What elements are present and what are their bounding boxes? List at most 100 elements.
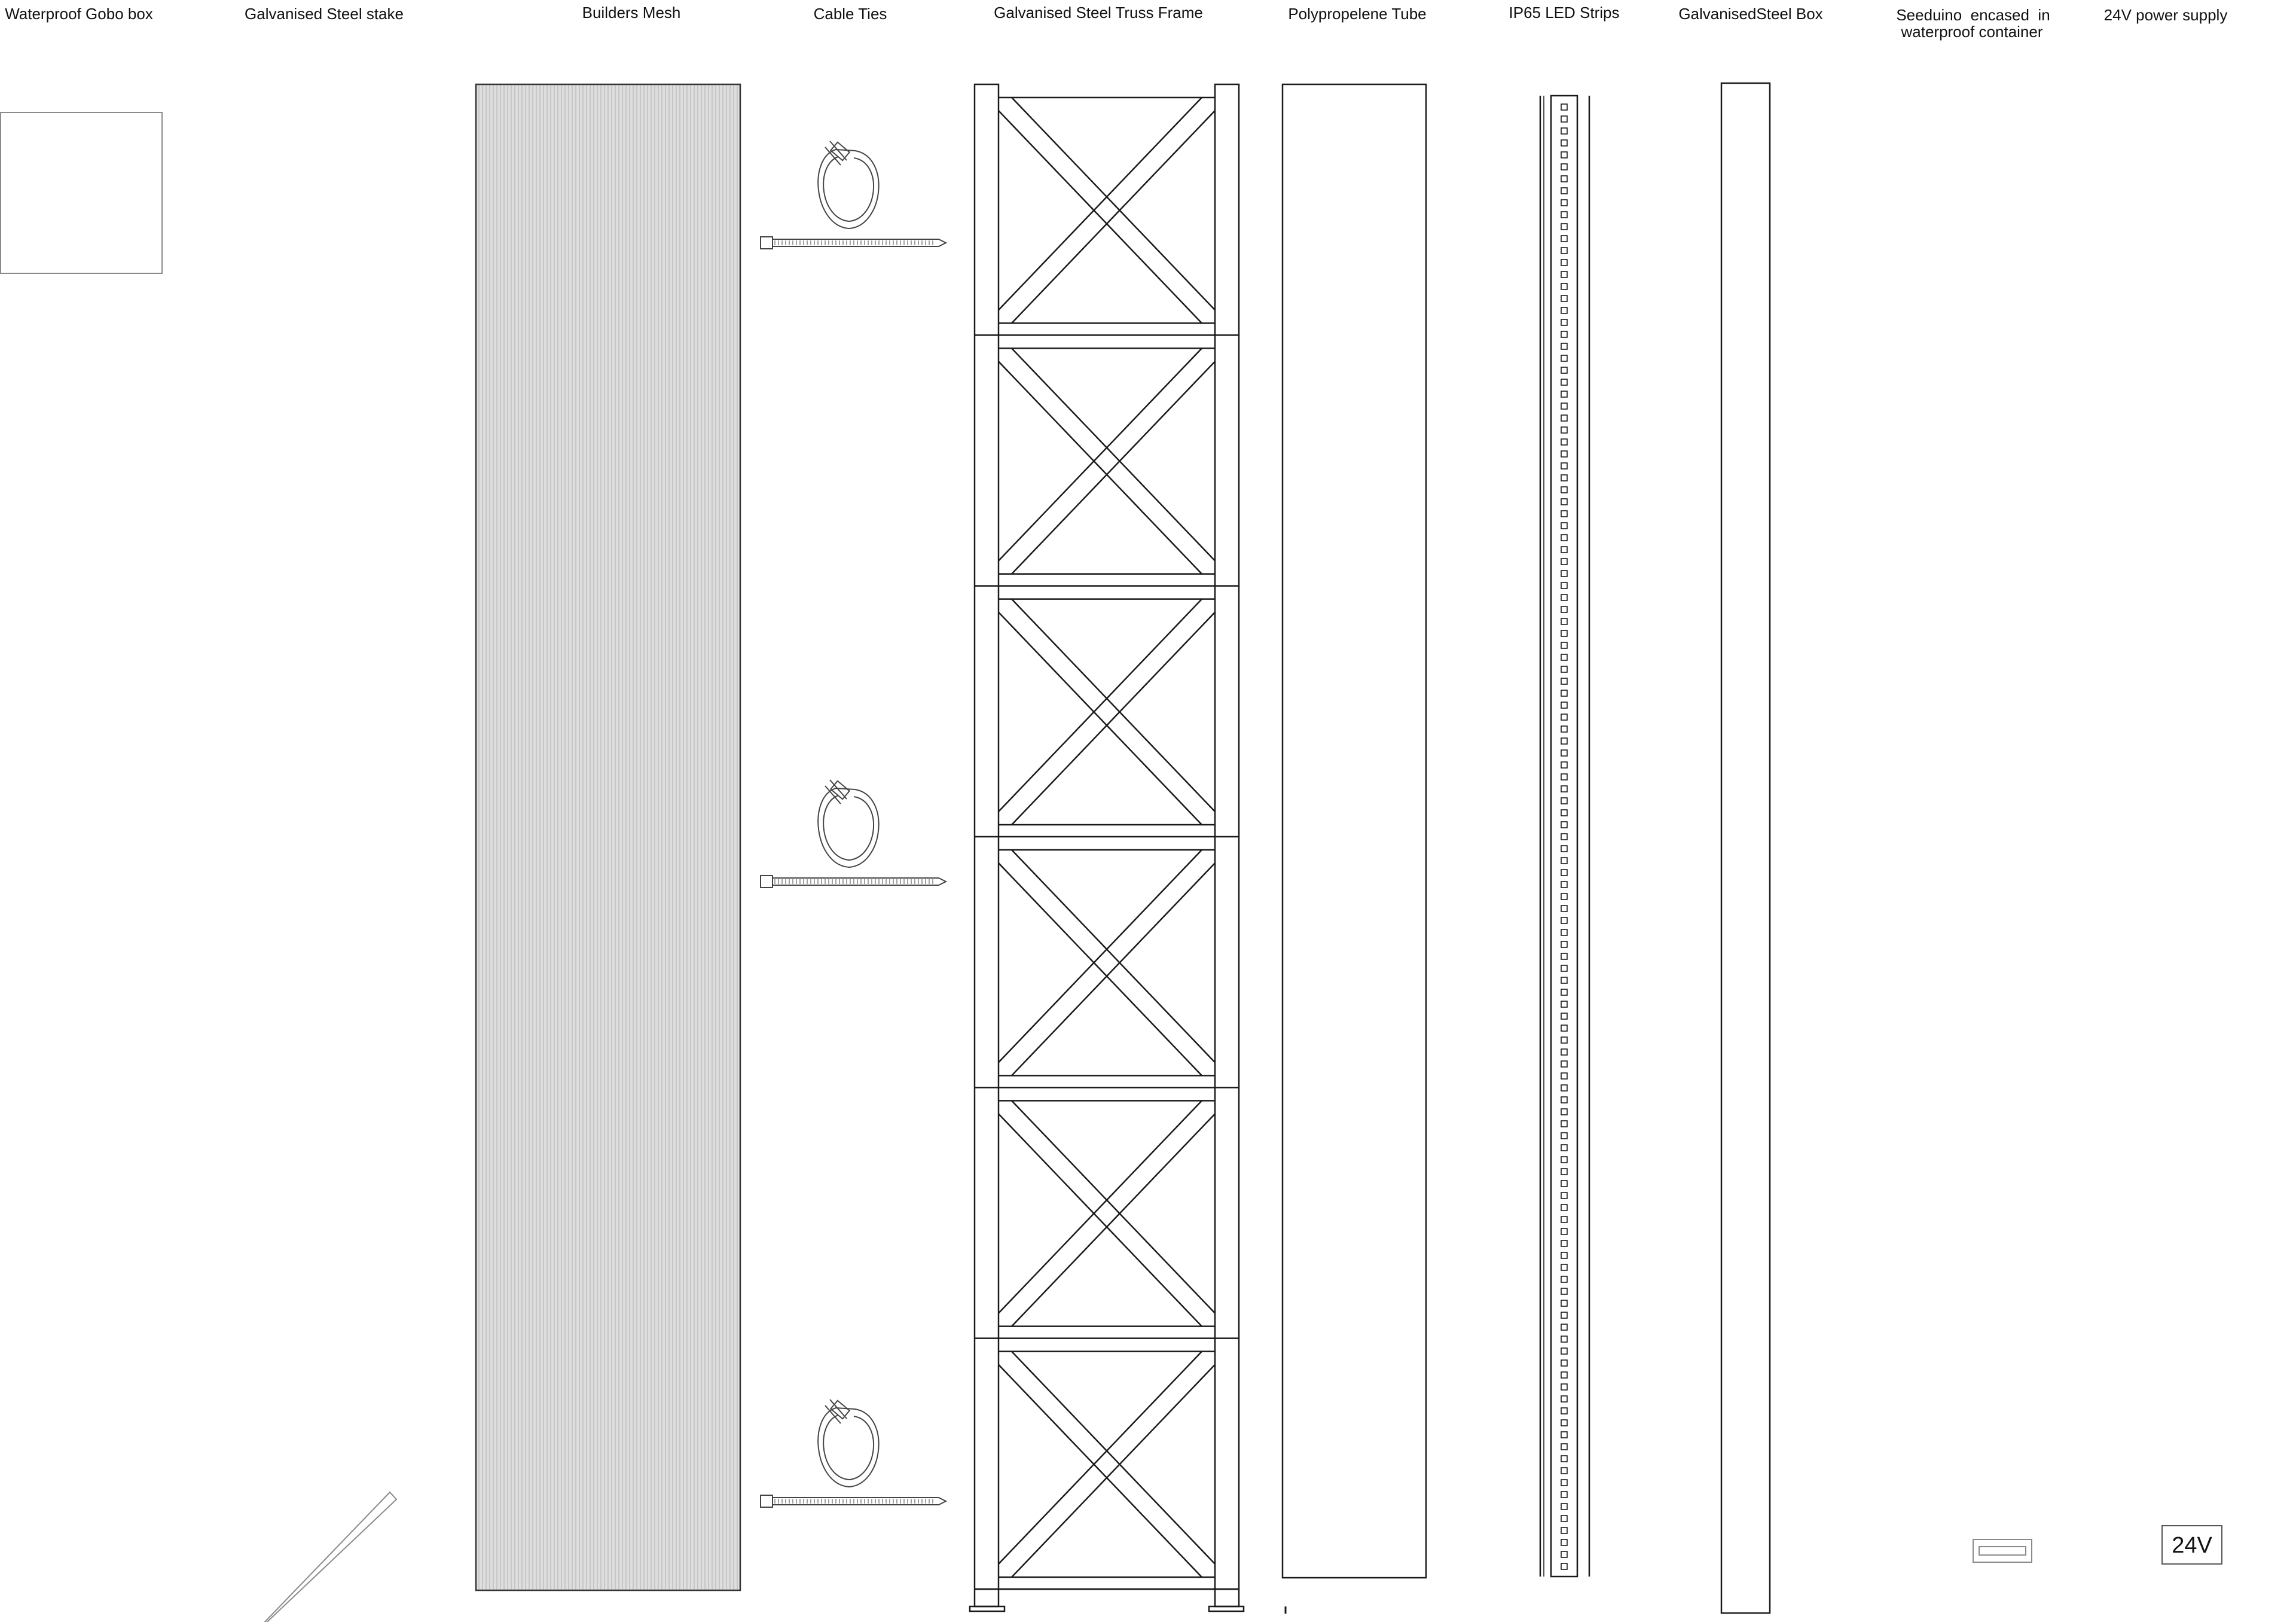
led-dot [1561,103,1568,111]
led-dot [1561,1096,1568,1103]
truss-brace [1011,347,1216,562]
cable-tie-head [829,1400,851,1420]
led-dot [1561,594,1568,601]
cable-tie-loop [817,148,880,230]
led-dot [1561,139,1568,147]
led-dot [1561,761,1568,769]
truss-right-chord [1214,83,1240,1608]
led-dot [1561,534,1568,541]
truss-brace [998,97,1202,311]
truss-brace [998,1100,1202,1314]
truss-brace [998,1350,1202,1565]
truss-brace [1011,849,1216,1063]
led-dot [1561,905,1568,912]
led-dot [1561,678,1568,685]
led-dot [1561,857,1568,864]
truss-brace [1011,862,1216,1077]
led-dot [1561,1491,1568,1498]
led-dot [1561,1240,1568,1247]
led-dot [1561,1144,1568,1151]
led-dot [1561,618,1568,625]
led-dot [1561,163,1568,170]
led-dot [1561,1084,1568,1092]
truss-brace [1011,1350,1216,1565]
led-dot [1561,893,1568,900]
led-dot [1561,917,1568,924]
truss-brace [1011,1364,1216,1578]
led-dot [1561,785,1568,792]
led-dot [1561,1252,1568,1259]
led-dot [1561,714,1568,721]
led-dot [1561,486,1568,493]
truss-brace [1011,1100,1216,1314]
led-dot [1561,462,1568,469]
led-dot [1561,283,1568,290]
cable-tie-straight-strap [773,239,948,247]
led-dot [1561,558,1568,565]
cable-tie-pair [760,1399,948,1508]
cable-tie-tail [825,779,847,804]
led-dot [1561,1455,1568,1462]
led-dot [1561,1276,1568,1283]
led-dot [1561,1288,1568,1295]
truss-brace [998,347,1202,562]
led-dot [1561,1371,1568,1379]
led-dot [1561,821,1568,828]
led-dot [1561,570,1568,577]
cable-tie-pair [760,141,948,249]
led-dot [1561,331,1568,338]
led-dot [1561,1443,1568,1450]
label-truss-frame: Galvanised Steel Truss Frame [994,4,1203,22]
cable-tie-straight-head [760,1495,773,1508]
led-dot [1561,953,1568,960]
led-dot [1561,606,1568,613]
label-seeeduino-line2: waterproof container [1900,23,2042,41]
led-dot [1561,965,1568,972]
led-dot [1561,1036,1568,1044]
led-dot [1561,498,1568,505]
cable-ties-drawing [760,141,948,1508]
truss-brace [1011,361,1216,575]
led-dot [1561,845,1568,852]
led-dot [1561,510,1568,517]
led-dot [1561,1192,1568,1199]
led-dot [1561,187,1568,194]
truss-brace [998,862,1202,1077]
led-dot [1561,1347,1568,1355]
led-dot [1561,367,1568,374]
led-dot [1561,773,1568,780]
led-dot [1561,690,1568,697]
truss-brace [998,1113,1202,1327]
led-dot [1561,666,1568,673]
led-dot [1561,271,1568,278]
cable-tie-straight-head [760,236,773,249]
builders-mesh-drawing [475,83,741,1591]
cable-tie-loop-inner [823,1414,874,1481]
cable-tie-tail [825,141,847,166]
led-dot [1561,1120,1568,1127]
led-dot [1561,1479,1568,1486]
led-dot [1561,749,1568,757]
cable-tie-loop [817,1407,880,1488]
led-dot [1561,343,1568,350]
led-dot [1561,1072,1568,1080]
led-dot [1561,295,1568,302]
led-dot [1561,1467,1568,1474]
cable-tie-head [829,141,851,161]
truss-brace [1011,598,1216,812]
led-dot [1561,797,1568,804]
led-dot [1561,1108,1568,1115]
led-strip-drawing [1539,94,1590,1578]
led-dot [1561,1168,1568,1175]
led-dot [1561,391,1568,398]
led-dot [1561,1407,1568,1414]
truss-brace [998,1364,1202,1578]
cable-tie-loop-inner [823,156,874,222]
truss-foot-right [1208,1605,1245,1612]
led-dot [1561,582,1568,589]
led-dot [1561,977,1568,984]
led-dot [1561,1025,1568,1032]
label-pp-tube: Polypropelene Tube [1288,5,1426,23]
led-dot [1561,319,1568,326]
